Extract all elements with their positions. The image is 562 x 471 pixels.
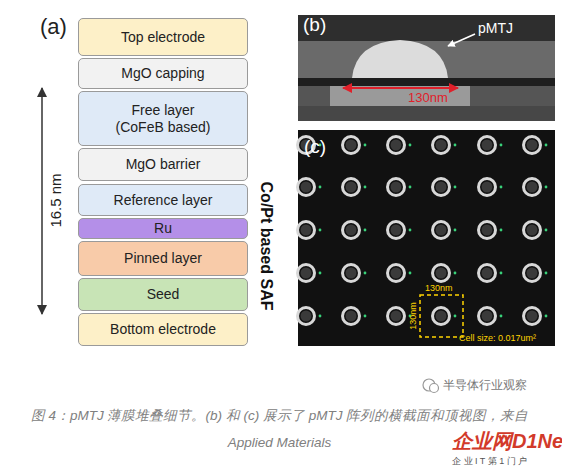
layer-box: Reference layer: [78, 184, 248, 216]
dimension: 130nm: [408, 302, 418, 330]
layer-name: Bottom electrode: [110, 321, 216, 338]
layer-box: Pinned layer: [78, 241, 248, 276]
watermark: 企 业 I T 第 1 门 户: [452, 455, 527, 468]
sem-cross-section: [298, 15, 555, 121]
layer-name: Top electrode: [121, 29, 205, 46]
layer-box: MgO capping: [78, 58, 248, 89]
thickness-arrow: [41, 88, 43, 314]
watermark: 企业网D1Net: [452, 428, 562, 455]
layer-box: Bottom electrode: [78, 313, 248, 346]
layer-name: MgO barrier: [126, 156, 201, 173]
layer-box: Free layer (CoFeB based): [78, 91, 248, 146]
dimension: 130nm: [408, 90, 448, 105]
wechat-icon: [430, 384, 439, 393]
layer-box: Top electrode: [78, 18, 248, 56]
panel-label: (a): [40, 14, 67, 40]
pointer-label: pMTJ: [478, 20, 513, 36]
stack-label: Co/Pt based SAF: [257, 182, 275, 311]
layer-box: Ru: [78, 218, 248, 239]
sem-top-view: [298, 130, 556, 346]
watermark: 半导体行业观察: [443, 377, 527, 394]
layer-name: Reference layer: [114, 192, 213, 209]
layer-name: MgO capping: [121, 65, 204, 82]
layer-name: Seed: [147, 286, 180, 303]
dimension: 130nm: [425, 283, 453, 293]
layer-box: Seed: [78, 278, 248, 311]
panel-label: (c): [304, 136, 326, 158]
layer-box: MgO barrier: [78, 148, 248, 181]
figure-caption: 图 4：pMTJ 薄膜堆叠细节。(b) 和 (c) 展示了 pMTJ 阵列的横截…: [22, 402, 537, 456]
layer-name: Pinned layer: [124, 250, 202, 267]
dimension: 16.5 nm: [47, 173, 64, 227]
layer-name: Free layer (CoFeB based): [108, 102, 218, 136]
cell-size-note: Cell size: 0.017um²: [459, 333, 536, 343]
layer-name: Ru: [154, 220, 172, 237]
panel-label: (b): [303, 14, 326, 36]
